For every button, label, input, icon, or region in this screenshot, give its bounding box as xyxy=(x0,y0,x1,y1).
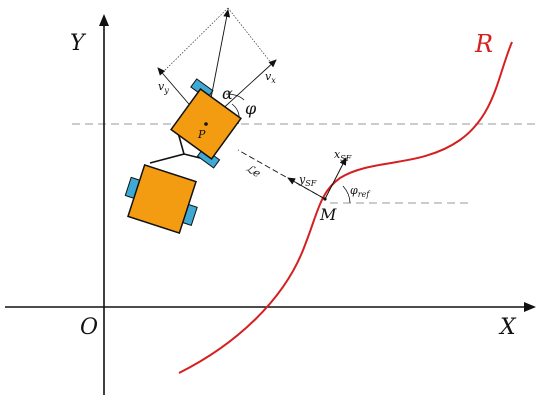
phi-ref-label: φref xyxy=(350,184,371,199)
phi-label: φ xyxy=(245,99,257,118)
trailer-body xyxy=(127,164,197,234)
origin-label: O xyxy=(80,315,98,340)
phi-ref-arc xyxy=(342,185,351,204)
x-sf-label: xSF xyxy=(334,148,352,163)
x-sf-vector xyxy=(324,157,347,200)
x-axis-label: X xyxy=(498,315,517,340)
vx-label: vx xyxy=(265,70,276,85)
reference-path xyxy=(178,41,513,374)
alpha-arc xyxy=(225,93,245,101)
point-m xyxy=(323,197,327,201)
alpha-label: α xyxy=(222,84,233,103)
vy-projection-line xyxy=(162,7,229,73)
point-p xyxy=(204,122,208,126)
vx-projection-line xyxy=(227,7,273,65)
trailer xyxy=(124,164,198,234)
y-sf-label: ySF xyxy=(298,173,317,188)
vy-label: vy xyxy=(158,80,169,95)
y-axis-label: Y xyxy=(70,31,87,56)
distance-label: ℒe xyxy=(244,162,263,181)
point-m-label: M xyxy=(319,205,337,224)
point-p-label: P xyxy=(197,128,206,141)
path-label: R xyxy=(474,30,493,58)
y-sf-vector xyxy=(287,177,326,200)
distance-line xyxy=(237,149,326,200)
